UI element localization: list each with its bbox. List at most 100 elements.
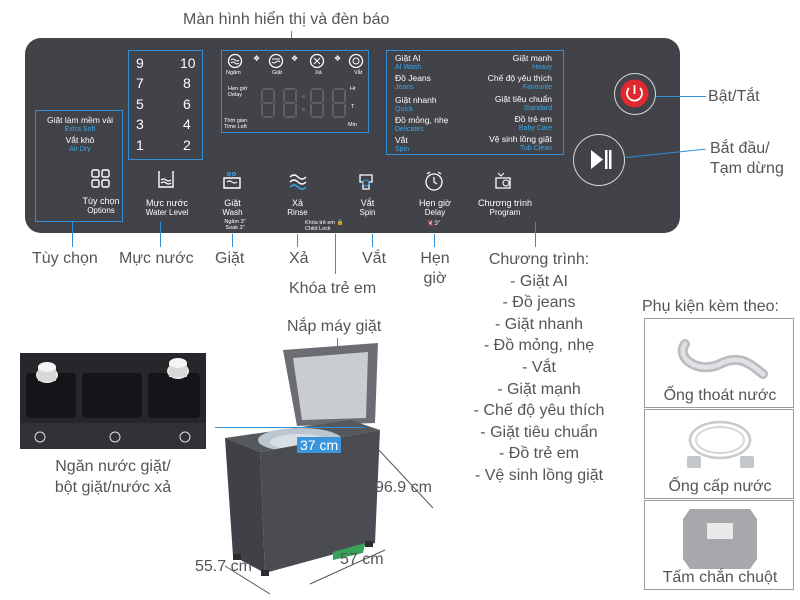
detergent-drawer-photo: [20, 353, 206, 449]
rodent-guard-icon: [683, 509, 757, 569]
soak-3-label: Ngâm 3"Soak 3": [224, 219, 246, 231]
min-label: Min: [348, 122, 357, 128]
water-level-digit: 5: [136, 96, 144, 112]
spin-button-icon: [359, 174, 373, 190]
power-icon: [620, 79, 649, 108]
lid-callout: Nắp máy giặt: [287, 318, 382, 335]
step-arrow-icon: ❖: [253, 54, 261, 63]
wash-icon: [268, 53, 284, 69]
options-icon: [91, 169, 110, 188]
water-callout-line: [160, 222, 162, 247]
drain-hose-label: Ống thoát nước: [663, 387, 777, 404]
wash-callout-line: [232, 234, 234, 247]
inlet-hose-label: Ống cấp nước: [668, 478, 772, 495]
display-area: [221, 50, 369, 133]
water-level-digit: 4: [183, 116, 191, 132]
accessories-title: Phụ kiện kèm theo:: [642, 298, 779, 315]
water-level-digit: 9: [136, 55, 144, 71]
child-lock-small-label: Khóa trẻ em 🔒Child Lock: [305, 220, 344, 232]
play-pause-icon: [591, 150, 612, 169]
display-callout: Màn hình hiển thị và đèn báo: [183, 11, 390, 28]
rinse-callout-line: [297, 234, 299, 247]
water-level-digit: 3: [136, 116, 144, 132]
power-callout-line: [656, 96, 706, 98]
rinse-icon: [309, 53, 325, 69]
washing-machine-illustration: [224, 343, 434, 595]
drum-diameter-label: 37 cm: [297, 437, 342, 453]
inlet-hose-icon: [687, 420, 754, 468]
display-digit: [310, 88, 324, 118]
inlet-hose-card: Ống cấp nước: [644, 409, 794, 499]
child-lock-callout: Khóa trẻ em: [289, 280, 377, 297]
spin-icon: [348, 53, 364, 69]
drain-hose-card: Ống thoát nước: [644, 318, 794, 408]
rodent-guard-label: Tấm chắn chuột: [662, 569, 778, 586]
power-callout: Bật/Tắt: [708, 88, 760, 105]
height-dimension: 96.9 cm: [375, 479, 432, 496]
program-callout-line: [535, 222, 537, 247]
drawer-callout: Ngăn nước giặt/bột giặt/nước xả: [54, 458, 172, 496]
soak-label: Ngâm: [226, 70, 241, 76]
display-digit: [332, 88, 346, 118]
options-callout: Tùy chọn: [32, 250, 98, 267]
spin-callout-line: [372, 234, 374, 247]
wash-label: Giặt: [272, 70, 283, 76]
t-label: T: [351, 104, 355, 110]
water-level-digit: 2: [183, 137, 191, 153]
drain-hose-icon: [677, 339, 768, 379]
delay-3-label: 🔇3": [427, 221, 440, 227]
water-level-icon: [158, 171, 174, 188]
display-digit: [261, 88, 275, 118]
rinse-button-icon: [289, 174, 307, 190]
water-level-indicators: [128, 50, 203, 160]
water-callout: Mực nước: [119, 250, 194, 267]
display-colon: [302, 95, 305, 111]
program-indicators: [386, 50, 564, 155]
water-level-digit: 10: [180, 55, 196, 71]
program-list-callout: Chương trình: - Giặt AI - Đồ jeans - Giặ…: [473, 251, 605, 484]
spin-callout: Vắt: [362, 250, 387, 267]
options-area: [35, 110, 123, 222]
drum-dimension-line: [215, 427, 365, 429]
width-dimension: 55.7 cm: [195, 558, 252, 575]
start-pause-button[interactable]: [573, 134, 625, 186]
options-callout-line: [72, 222, 74, 247]
water-level-digit: 1: [136, 137, 144, 153]
childlock-callout-line: [335, 234, 337, 274]
power-button[interactable]: [614, 73, 656, 115]
rodent-guard-card: Tấm chắn chuột: [644, 500, 794, 590]
delay-clock-icon: [425, 171, 443, 191]
wash-callout: Giặt: [215, 250, 245, 267]
program-button-icon: [495, 172, 511, 189]
soak-icon: [227, 53, 243, 69]
step-arrow-icon: ❖: [291, 54, 299, 63]
depth-dimension: 57 cm: [340, 551, 384, 568]
rinse-label: Xả: [315, 70, 322, 76]
wash-button-icon: [223, 172, 241, 189]
start-callout: Bắt đầu/Tạm dừng: [710, 140, 784, 177]
water-level-digit: 8: [183, 75, 191, 91]
rinse-callout: Xả: [289, 250, 309, 267]
display-digit: [283, 88, 297, 118]
